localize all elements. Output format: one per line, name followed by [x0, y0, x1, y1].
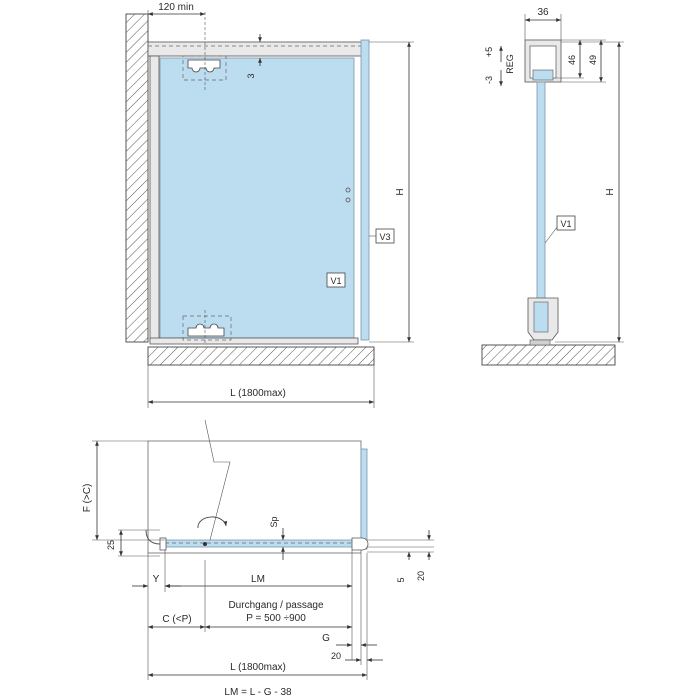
passage-value: P = 500 ÷900 — [246, 613, 306, 624]
reg-plus: +5 — [484, 47, 494, 57]
top-rail — [147, 41, 365, 57]
dim-20-right: 20 — [416, 571, 426, 581]
label-v3: V3 — [379, 232, 390, 242]
side-view: 36 46 49 +5 REG -3 H V1 — [481, 7, 624, 366]
dim-y: Y — [153, 574, 160, 585]
dim-h-front: H — [395, 188, 406, 195]
reg-label: REG — [505, 54, 515, 74]
dim-49: 49 — [588, 55, 598, 65]
wall-profile — [149, 55, 160, 341]
dim-120-min: 120 min — [158, 2, 194, 13]
end-profile-v3 — [360, 39, 370, 341]
door-handle-end — [351, 537, 369, 551]
dim-f: F (>C) — [82, 484, 93, 513]
hole-upper — [345, 187, 351, 193]
dim-46: 46 — [567, 55, 577, 65]
dim-c: C (<P) — [162, 614, 191, 625]
plan-view: F (>C) 25 Sp Y LM 5 20 Durchgang / passa… — [82, 419, 434, 698]
fixed-side-panel — [360, 448, 368, 550]
label-box-v3 — [375, 228, 395, 244]
top-bracket — [182, 55, 227, 81]
room-outline — [147, 440, 362, 554]
hole-lower — [345, 197, 351, 203]
bottom-sill — [149, 337, 359, 345]
rotation-arrow — [197, 516, 228, 529]
label-v1-front: V1 — [330, 276, 341, 286]
dim-lm: LM — [251, 574, 265, 585]
dim-sp: Sp — [269, 516, 279, 527]
formula-lm: LM = L - G - 38 — [224, 687, 292, 698]
dim-l-plan: L (1800max) — [230, 662, 286, 673]
reg-minus: -3 — [484, 76, 494, 84]
label-box-v1-side — [556, 215, 576, 231]
floor-side — [481, 344, 616, 366]
passage-title: Durchgang / passage — [228, 600, 324, 611]
dim-h-side: H — [605, 188, 616, 195]
dim-l-front: L (1800max) — [230, 388, 286, 399]
front-view: 120 min 3 H V1 V3 L (1800max) — [125, 2, 414, 408]
pivot-point — [203, 542, 207, 546]
glass-panel — [159, 57, 355, 339]
label-box-v1 — [326, 272, 346, 288]
wall-left — [125, 13, 149, 343]
dim-gap: 3 — [246, 73, 256, 78]
dim-g: G — [322, 633, 330, 644]
dim-20-bottom: 20 — [331, 651, 341, 661]
label-v1-side: V1 — [560, 219, 571, 229]
sliding-panel — [164, 539, 359, 548]
dim-25: 25 — [106, 540, 116, 550]
dim-36: 36 — [537, 7, 549, 18]
bottom-bracket — [182, 315, 232, 341]
floor-front — [147, 346, 375, 366]
dim-5: 5 — [396, 577, 406, 582]
